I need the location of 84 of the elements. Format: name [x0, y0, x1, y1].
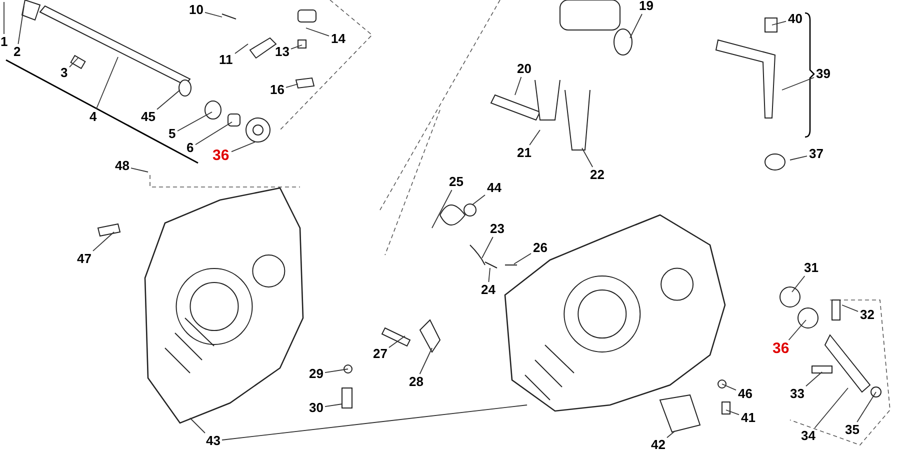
- leader-line: [204, 12, 222, 18]
- callout-number: 2: [14, 45, 21, 59]
- leader-line: [190, 418, 206, 434]
- leader-line: [432, 190, 452, 228]
- callout-number: 13: [275, 45, 290, 59]
- leader-line: [842, 304, 858, 312]
- leader-line: [488, 268, 490, 282]
- leader-line: [96, 56, 118, 110]
- callout-number: 33: [790, 387, 804, 401]
- leader-line: [177, 112, 212, 132]
- callout-number: 14: [331, 32, 346, 46]
- leader-line: [324, 368, 348, 374]
- leader-line: [306, 28, 330, 36]
- leader-line: [388, 336, 406, 348]
- callout-number: 43: [206, 434, 220, 448]
- leader-line: [782, 77, 814, 90]
- leader-line: [18, 6, 24, 44]
- leader-line: [772, 20, 786, 26]
- callout-number: 24: [481, 283, 496, 297]
- leader-line: [92, 232, 114, 252]
- callout-number: 41: [741, 411, 756, 425]
- callout-number: 36: [772, 341, 790, 357]
- leader-line: [722, 384, 736, 391]
- callout-number: 47: [77, 252, 92, 266]
- leader-line: [788, 320, 806, 340]
- callout-number: 20: [517, 62, 532, 76]
- callout-number: 37: [809, 147, 824, 161]
- callout-number: 5: [168, 127, 176, 141]
- callout-number: 11: [219, 53, 233, 67]
- leader-line: [814, 388, 848, 428]
- callout-number: 3: [60, 66, 68, 80]
- leader-line: [529, 130, 540, 146]
- leader-line: [726, 410, 740, 416]
- callout-number: 36: [212, 148, 230, 164]
- callout-number: 1: [0, 35, 8, 49]
- leader-line: [790, 156, 808, 160]
- leader-line: [195, 122, 232, 146]
- callout-number: 28: [409, 375, 424, 389]
- leader-line: [286, 84, 298, 88]
- leader-line: [69, 58, 78, 68]
- leader-line: [222, 404, 528, 440]
- callout-number: 19: [639, 0, 654, 13]
- callout-number: 16: [270, 83, 284, 97]
- crankcase-half-drawing: [144, 187, 304, 424]
- leader-line: [514, 253, 532, 264]
- callout-number: 45: [141, 110, 156, 124]
- callout-number: 21: [517, 146, 532, 160]
- callout-number: 32: [860, 308, 874, 322]
- leader-line: [666, 430, 676, 438]
- callout-number: 4: [90, 110, 97, 124]
- callout-number: 39: [816, 67, 830, 81]
- leader-line: [582, 148, 594, 168]
- callout-number: 30: [309, 401, 324, 415]
- leader-line: [792, 276, 806, 292]
- callout-number: 22: [590, 168, 604, 182]
- leader-line: [630, 14, 642, 38]
- leader-line: [231, 142, 256, 152]
- leader-line: [419, 348, 432, 374]
- callout-number: 40: [788, 12, 802, 26]
- callout-number: 42: [651, 438, 666, 452]
- callout-number: 34: [801, 429, 816, 443]
- leader-line: [324, 404, 342, 408]
- leader-line: [806, 372, 822, 387]
- callout-number: 48: [115, 159, 130, 173]
- leader-line: [156, 90, 180, 110]
- leader-line: [482, 236, 494, 258]
- callout-number: 31: [804, 261, 818, 275]
- leader-line: [290, 44, 302, 50]
- callout-number: 44: [487, 181, 502, 195]
- callout-number: 23: [490, 222, 504, 236]
- leader-line: [856, 392, 876, 422]
- callout-number: 46: [738, 387, 752, 401]
- leader-line: [234, 44, 248, 54]
- leader-line: [130, 168, 148, 172]
- callout-number: 10: [189, 3, 204, 17]
- leader-line: [514, 76, 522, 96]
- callout-number: 26: [533, 241, 548, 255]
- leader-line: [472, 194, 486, 206]
- callout-number: 25: [449, 175, 464, 189]
- callout-number: 6: [186, 141, 194, 155]
- callout-number: 35: [845, 423, 860, 437]
- callout-number: 29: [309, 367, 324, 381]
- callout-number: 27: [373, 347, 388, 361]
- crankcase-half-drawing: [504, 214, 726, 412]
